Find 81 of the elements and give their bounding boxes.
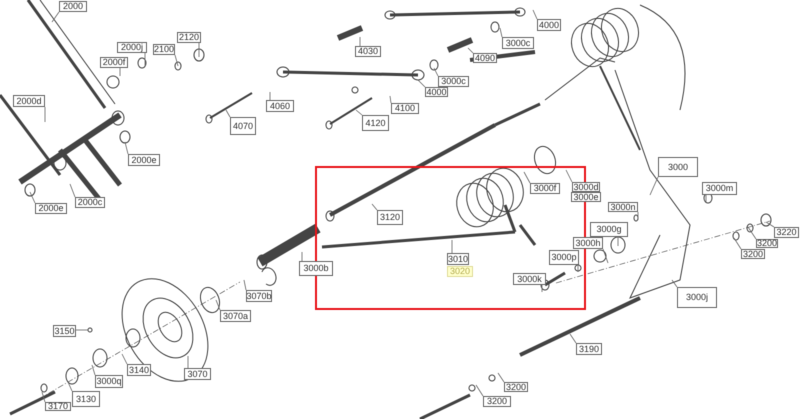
callout-number: 3000b [299,261,333,276]
leader-line [244,280,246,290]
leader-line [602,248,608,264]
callout-number: 4030 [355,46,381,57]
callout-number: 3000 [658,157,698,177]
callout-number: 4070 [230,117,256,135]
leader-line [356,110,362,116]
leader-line [570,334,576,344]
callout-number: 3170 [45,402,71,411]
leader-line [650,176,658,196]
leader-line [30,192,36,204]
callout-number: 3220 [774,227,799,238]
leader-line [70,184,76,198]
callout-number: 3020 [447,266,473,277]
leader-line [92,364,96,376]
callout-number: 3000c [502,37,534,49]
callout-number: 3000f [530,183,560,194]
callout-number: 2120 [177,32,201,43]
leader-line [566,170,572,182]
callout-number: 3190 [576,343,602,355]
leader-line [672,280,678,288]
callout-number: 3010 [447,253,469,265]
leader-line [748,226,756,240]
leader-line [390,96,392,104]
callout-number: 3000c [438,76,469,87]
callout-number: 4060 [266,100,294,112]
callout-number: 3000m [702,182,737,195]
leader-line [124,142,128,154]
callout-number: 2100 [153,44,175,55]
callout-number: 2000e [128,154,160,166]
callout-number: 3000j [677,287,717,308]
callout-number: 2000e [35,203,67,214]
callout-number: 2000j [117,42,147,53]
callout-number: 3000e [571,192,601,202]
callout-number: 2000f [100,57,128,68]
callout-number: 3000h [573,237,603,249]
callout-number: 3200 [741,249,765,259]
leader-line [68,382,72,392]
leader-line [226,110,230,118]
leader-line [532,10,538,20]
callout-number: 2000d [13,95,45,107]
callout-number: 3000k [513,273,546,285]
leader-line [766,222,774,228]
leader-line [122,354,128,364]
callout-number: 3000d [572,182,600,192]
leader-line [476,384,484,396]
callout-number: 3140 [127,364,151,376]
leader-line [216,300,220,310]
leader-line [468,48,474,54]
leader-line [144,52,146,66]
leader-line [44,106,46,122]
callout-number: 3150 [53,325,76,337]
leader-line [524,172,530,184]
callout-number: 4000 [425,87,448,97]
callout-number: 3200 [483,396,511,407]
callout-number: 3200 [504,382,528,392]
leader-line [734,238,742,250]
callout-number: 4100 [391,103,419,114]
callout-number: 2000c [75,197,105,208]
callout-number: 4000 [537,19,561,31]
callout-number: 3200 [756,239,778,248]
leader-line [52,12,60,22]
callout-number: 3000p [549,250,579,265]
leader-line [174,54,178,66]
callout-number: 3000g [590,222,628,237]
callout-number: 3120 [377,210,403,225]
callout-number: 3070a [220,310,251,322]
leader-line [42,392,46,402]
leader-line [372,204,378,210]
callout-number: 3130 [72,391,100,407]
callout-number: 3000q [95,375,123,388]
callout-number: 3070 [184,368,211,380]
callout-number: 2000 [59,1,87,12]
leader-line [418,80,426,88]
leader-line [198,42,200,58]
callout-number: 4120 [362,115,389,131]
callout-number: 3000n [608,202,638,212]
leader-line [434,68,438,76]
leader-line [500,28,502,38]
callout-number: 4090 [473,53,497,63]
leader-line [498,372,504,382]
